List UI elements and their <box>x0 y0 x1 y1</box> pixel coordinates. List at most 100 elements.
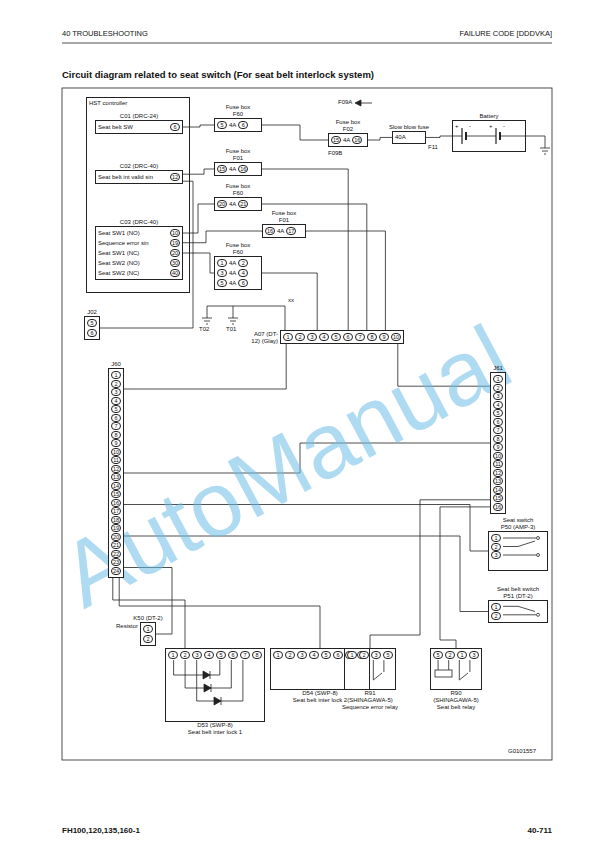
pin-number: 22 <box>111 550 121 558</box>
part-name: P50 (AMP-3) <box>501 524 536 531</box>
pin-number: 1 <box>273 651 283 659</box>
part-name: D54 (SWP-8) <box>293 690 347 697</box>
page-header: FAILURE CODE [DDDVKA] <box>459 30 552 39</box>
part-name: A07 (DT-12) (Glay) <box>250 331 278 345</box>
pin-number: 19 <box>170 239 180 247</box>
part-name: J60 <box>111 361 121 368</box>
part-heading: Fuse boxF60 <box>226 104 251 118</box>
diagram-title: Circuit diagram related to seat switch (… <box>62 70 374 81</box>
battery-box: Battery <box>452 120 526 152</box>
part-name: F01 <box>272 217 297 224</box>
pin-number: 1 <box>491 534 501 542</box>
diode-symbol <box>210 671 211 679</box>
part-body: Seat belt SW 6 <box>96 121 182 133</box>
pin-number: 15 <box>111 490 121 498</box>
ground-symbol <box>230 321 236 322</box>
relay-symbol <box>469 660 470 672</box>
pin-number: 11 <box>493 460 503 468</box>
f09a-arrow <box>361 103 372 104</box>
controller-box: HST controllerC01 (DRC-24)Seat belt SW6C… <box>86 97 190 293</box>
pin-number: 2 <box>445 651 455 659</box>
wire <box>262 204 367 330</box>
pin-number: 40 <box>170 269 180 277</box>
connector-box: J6112345678910111213141516 <box>490 372 506 514</box>
part-body: 154A16 <box>215 163 261 175</box>
part-name: F60 <box>226 249 251 256</box>
part-body: 14A234A454A6 <box>215 257 261 289</box>
pin-number: 7 <box>355 333 365 341</box>
part-name: Fuse box <box>272 210 297 217</box>
pin-number: 1 <box>347 651 357 659</box>
part-name: (SHINAGAWA-5) <box>342 697 398 704</box>
part-heading: Fuse boxF60 <box>226 183 251 197</box>
part-heading: Seat belt switchP51 (DT-2) <box>497 586 539 600</box>
wire <box>262 169 348 330</box>
fuse-box: Fuse boxF6014A234A454A6 <box>214 256 262 290</box>
ground-symbol <box>202 306 285 330</box>
ground-symbol <box>285 306 286 330</box>
part-body: 56 <box>85 317 99 339</box>
pin-number: 15 <box>217 165 227 173</box>
part-heading: Fuse boxF02 <box>336 119 361 133</box>
pin-number: 5 <box>321 651 331 659</box>
part-heading: J61 <box>493 365 503 372</box>
battery-symbol <box>540 148 550 149</box>
part-name: D53 (SWP-8) <box>188 722 242 729</box>
diode-symbol <box>197 660 243 701</box>
pin-number: 1 <box>217 259 227 267</box>
fuse-box: Fuse boxF01164A17 <box>262 224 306 238</box>
wire <box>306 231 385 330</box>
part-heading: Fuse boxF01 <box>272 210 297 224</box>
pin-number: 1 <box>168 651 178 659</box>
battery-symbol <box>466 136 496 137</box>
pin-number: 9 <box>379 333 389 341</box>
pin-number: 6 <box>343 333 353 341</box>
wire <box>183 125 214 127</box>
part-body: 40A <box>393 132 425 143</box>
pin-number: 2 <box>359 651 369 659</box>
pin-number: 16 <box>493 503 503 511</box>
pin-number: 4 <box>111 397 121 405</box>
signal-name: 4A <box>229 122 236 129</box>
battery-symbol <box>461 128 462 144</box>
pin-number: 6 <box>111 414 121 422</box>
part-name: Seat belt inter lock 1 <box>188 729 242 736</box>
battery-symbol <box>495 128 496 144</box>
pin-number: 2 <box>493 384 503 392</box>
signal-name: 4A <box>229 166 236 173</box>
pin-number: 4 <box>493 401 503 409</box>
pin-number: 7 <box>240 651 250 659</box>
diode-symbol <box>185 660 231 688</box>
wire-mark: xx <box>288 297 294 304</box>
pin-number: 6 <box>170 123 180 131</box>
pin-number: 24 <box>111 567 121 575</box>
page-header: 40 TROUBLESHOOTING <box>62 30 148 39</box>
pin-number: 12 <box>493 469 503 477</box>
wire <box>440 507 490 648</box>
part-body: 12 <box>489 601 547 622</box>
battery-symbol <box>452 128 550 154</box>
pin-number: 15 <box>331 136 341 144</box>
relay-symbol <box>373 660 374 680</box>
part-name: Fuse box <box>226 242 251 249</box>
pin-number: 3 <box>493 392 503 400</box>
battery-symbol <box>544 154 546 155</box>
pin-number: 8 <box>367 333 377 341</box>
part-name: K50 (DT-2) <box>133 615 162 622</box>
pin-number: 20 <box>111 533 121 541</box>
part-name: (SHINAGAWA-5) <box>433 697 479 704</box>
wire <box>183 204 214 233</box>
pin-number: 18 <box>111 516 121 524</box>
pin-number: 2 <box>295 333 305 341</box>
part-side-label: A07 (DT-12) (Glay) <box>250 331 278 345</box>
diode-symbol <box>214 697 221 705</box>
ground-symbol <box>228 318 238 319</box>
signal-name: Seat belt SW <box>98 124 133 131</box>
pin-number: 16 <box>238 165 248 173</box>
pin-number: 3 <box>491 551 501 559</box>
pin-number: 3 <box>111 388 121 396</box>
fuse-box: Fuse boxF02154A16 <box>328 133 368 147</box>
part-name: F60 <box>226 111 251 118</box>
diode-symbol <box>203 671 210 679</box>
pin-number: 1 <box>283 333 293 341</box>
